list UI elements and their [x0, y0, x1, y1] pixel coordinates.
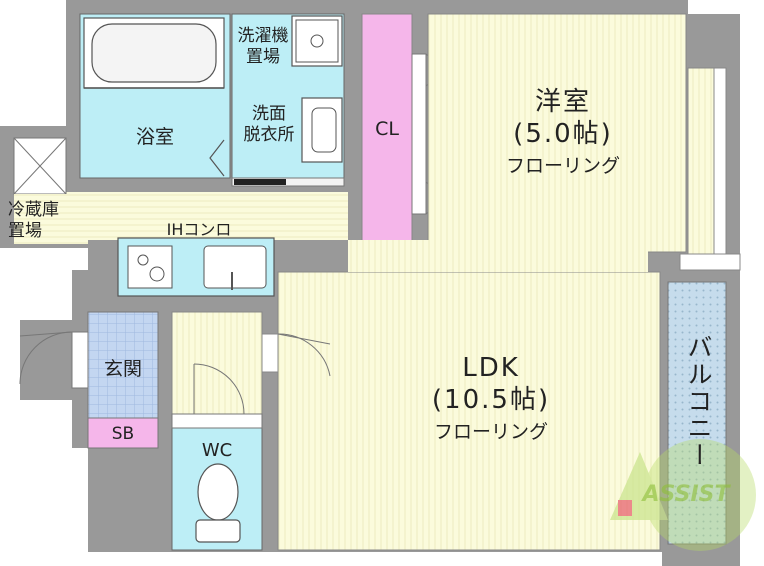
western-room-label: 洋室 (5.0帖) フローリング — [478, 86, 648, 177]
entrance-label: 玄関 — [103, 358, 142, 380]
washroom-label: 洗面 脱衣所 — [232, 104, 306, 146]
fridge-label-line2: 置場 — [8, 221, 42, 241]
toilet — [197, 463, 239, 521]
ldk-name: LDK — [462, 353, 520, 383]
fridge-label-line1: 冷蔵庫 — [8, 200, 59, 220]
corridor — [66, 192, 348, 240]
kitchen-sink — [203, 245, 267, 289]
fridge-label: 冷蔵庫 置場 — [8, 200, 88, 242]
washer-label-line2: 置場 — [246, 47, 280, 67]
balcony-label: バルコニー — [684, 334, 713, 469]
ih-stove — [127, 245, 173, 289]
western-room — [427, 13, 687, 253]
balcony — [667, 281, 727, 545]
watermark-text: ASSIST — [642, 482, 730, 507]
washroom-label-line2: 脱衣所 — [243, 125, 295, 145]
wc-label: WC — [201, 440, 233, 461]
entrance — [87, 311, 159, 419]
closet-label: CL — [375, 118, 399, 140]
wc-door — [193, 363, 245, 415]
bath-label: 浴室 — [135, 126, 174, 148]
western-room-size: (5.0帖) — [513, 119, 613, 149]
ih-label: IHコンロ — [166, 220, 232, 239]
washbasin — [301, 97, 343, 163]
western-room-floor: フローリング — [505, 155, 620, 177]
washer-space — [291, 15, 343, 67]
shoe-box — [87, 417, 159, 449]
washer-label: 洗濯機 置場 — [232, 26, 294, 68]
shoebox-label: SB — [111, 424, 135, 444]
washer-label-line1: 洗濯機 — [237, 26, 289, 46]
ldk-room — [277, 271, 661, 551]
ldk-label: LDK (10.5帖) フローリング — [386, 352, 596, 443]
western-room-name: 洋室 — [534, 87, 591, 117]
ldk-floor: フローリング — [433, 421, 548, 443]
washroom-label-line1: 洗面 — [252, 104, 286, 124]
ldk-size: (10.5帖) — [431, 385, 551, 415]
watermark-logo — [610, 439, 756, 551]
